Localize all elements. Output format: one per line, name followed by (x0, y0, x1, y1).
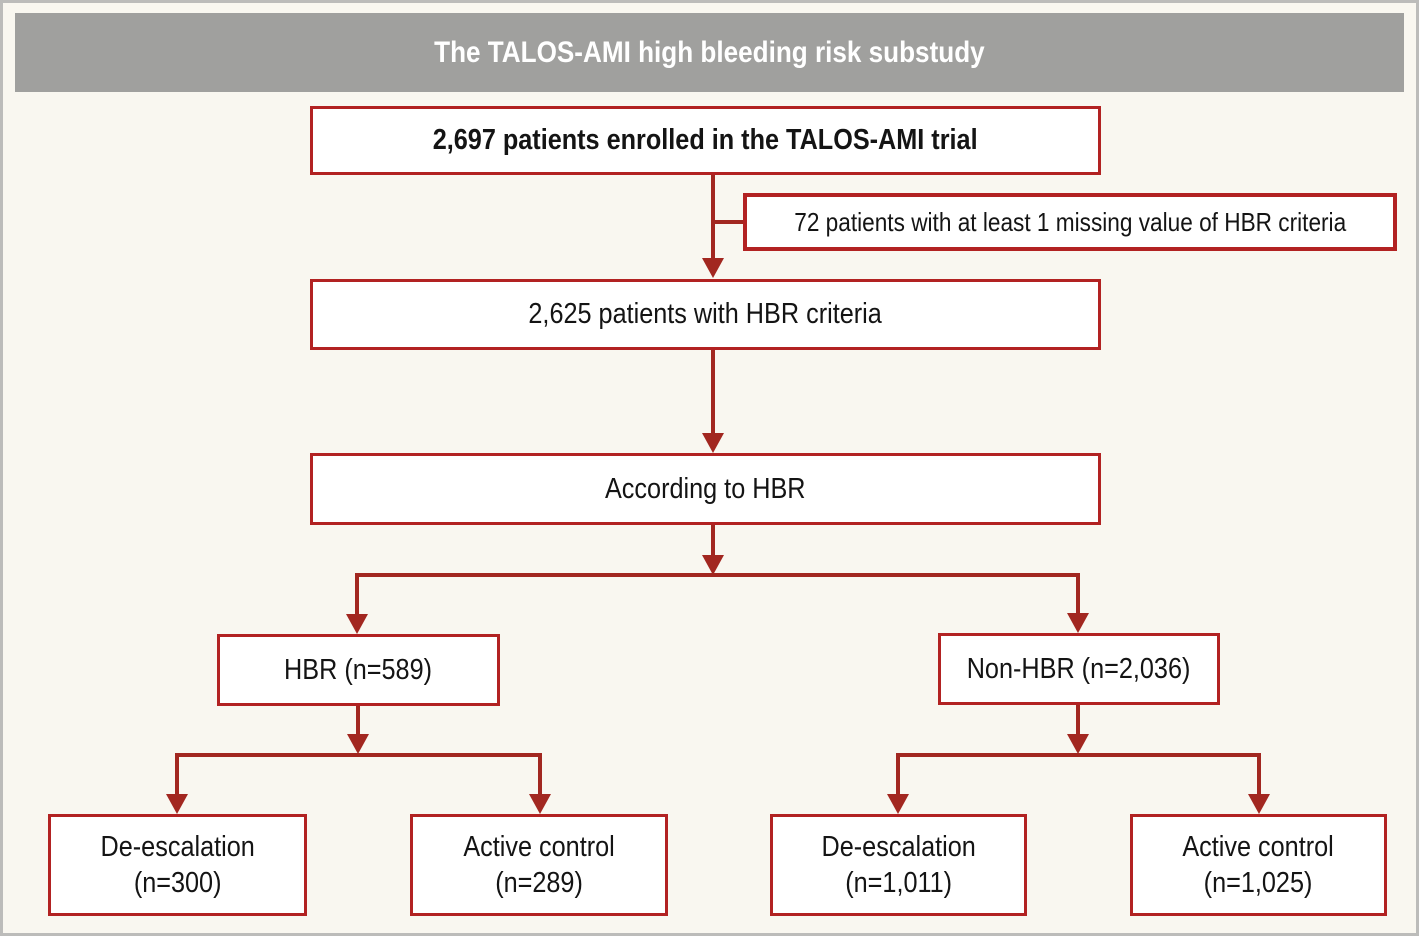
arrowhead-to-hbr (346, 614, 368, 634)
figure-title-bar: The TALOS-AMI high bleeding risk substud… (15, 13, 1404, 92)
node-criteria-label: 2,625 patients with HBR criteria (528, 298, 883, 331)
node-hbr-deescalation-label: De-escalation (n=300) (100, 830, 255, 899)
node-hbr-active-control-label: Active control (n=289) (463, 830, 615, 899)
node-non-hbr-deescalation-label: De-escalation (n=1,011) (821, 830, 976, 899)
arrowhead-to-hbr-ac (529, 794, 551, 814)
connector-split-hbr-arms (175, 753, 542, 796)
node-according-to-hbr: According to HBR (310, 453, 1101, 525)
flow-connectors (166, 173, 1270, 814)
node-non-hbr-deescalation: De-escalation (n=1,011) (770, 814, 1027, 916)
node-patients-with-hbr-criteria: 2,625 patients with HBR criteria (310, 279, 1101, 350)
node-non-hbr-group: Non-HBR (n=2,036) (938, 633, 1220, 705)
arrowhead-to-hbr-de (166, 794, 188, 814)
node-excluded-label: 72 patients with at least 1 missing valu… (794, 206, 1346, 237)
connector-split-hbr-nonhbr (355, 573, 1080, 616)
node-hbr-label: HBR (n=589) (284, 653, 433, 686)
node-hbr-deescalation: De-escalation (n=300) (48, 814, 307, 916)
node-hbr-active-control: Active control (n=289) (410, 814, 668, 916)
arrowhead-to-criteria (702, 258, 724, 278)
node-nonhbr-label: Non-HBR (n=2,036) (967, 652, 1191, 685)
arrowhead-hbr-split (347, 734, 369, 754)
node-enrolled-patients: 2,697 patients enrolled in the TALOS-AMI… (310, 106, 1101, 175)
node-non-hbr-active-control-label: Active control (n=1,025) (1182, 830, 1335, 899)
arrowhead-to-according (702, 433, 724, 453)
node-enrolled-label: 2,697 patients enrolled in the TALOS-AMI… (433, 124, 978, 157)
figure-title: The TALOS-AMI high bleeding risk substud… (434, 35, 985, 69)
node-according-label: According to HBR (605, 472, 806, 505)
connector-split-nonhbr-arms (896, 753, 1261, 796)
arrowhead-to-split (702, 555, 724, 575)
node-excluded-missing-hbr: 72 patients with at least 1 missing valu… (743, 193, 1397, 251)
arrowhead-nonhbr-split (1067, 734, 1089, 754)
arrowhead-to-nonhbr-ac (1248, 794, 1270, 814)
arrowhead-to-nonhbr (1067, 613, 1089, 633)
arrowhead-to-nonhbr-de (887, 794, 909, 814)
node-non-hbr-active-control: Active control (n=1,025) (1130, 814, 1387, 916)
node-hbr-group: HBR (n=589) (217, 634, 500, 706)
